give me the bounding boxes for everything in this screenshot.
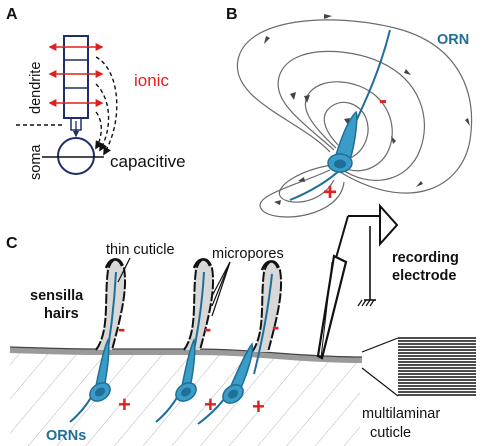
micropores-label: micropores bbox=[212, 246, 284, 262]
minus-sign-c: - bbox=[272, 314, 279, 339]
sensilla-hairs-label-line2: hairs bbox=[44, 306, 79, 322]
sensillum-hair bbox=[95, 258, 127, 351]
minus-sign-b: - bbox=[379, 87, 387, 114]
soma-compartment bbox=[57, 137, 95, 175]
ionic-label: ionic bbox=[134, 71, 169, 90]
amplifier-icon bbox=[379, 203, 399, 247]
multilaminar-label-line1: multilaminar bbox=[362, 406, 440, 422]
sensillum-hair bbox=[183, 258, 215, 351]
panel-b-letter: B bbox=[226, 6, 238, 23]
plus-sign-b: + bbox=[323, 179, 337, 206]
panel-c-letter: C bbox=[6, 235, 18, 252]
minus-sign-c: - bbox=[118, 316, 125, 341]
dendrite-label: dendrite bbox=[28, 62, 44, 114]
plus-sign-c: + bbox=[252, 394, 265, 419]
zoom-line bbox=[361, 337, 399, 353]
micropores-pointers bbox=[211, 261, 231, 317]
multilaminar-stack bbox=[398, 337, 476, 396]
orn-neuron-b bbox=[289, 29, 391, 201]
orns-label: ORNs bbox=[46, 428, 86, 444]
plus-sign-c: + bbox=[204, 392, 217, 417]
soma-label: soma bbox=[28, 144, 44, 180]
sensillum-hair bbox=[251, 260, 283, 353]
sensilla-hairs-label-line1: sensilla bbox=[30, 288, 84, 304]
panel-a-letter: A bbox=[6, 6, 18, 23]
ionic-current-arrows bbox=[48, 43, 104, 107]
recording-electrode-label-line2: electrode bbox=[392, 268, 456, 284]
capacitive-label: capacitive bbox=[110, 152, 186, 171]
panel-b: B bbox=[226, 6, 473, 218]
orn-neuron-c bbox=[197, 273, 273, 425]
recording-electrode bbox=[316, 203, 399, 360]
orn-label-b: ORN bbox=[437, 32, 469, 48]
dendrite-compartment bbox=[63, 35, 89, 119]
thin-cuticle-label: thin cuticle bbox=[106, 242, 175, 258]
multilaminar-label-line2: cuticle bbox=[370, 425, 411, 441]
minus-sign-c: - bbox=[204, 316, 211, 341]
panel-a: A dendrite soma ionic capacitive bbox=[6, 6, 186, 180]
plus-sign-c: + bbox=[118, 392, 131, 417]
return-current-loops bbox=[95, 56, 118, 156]
recording-electrode-label-line1: recording bbox=[392, 250, 459, 266]
panel-c: C bbox=[6, 203, 476, 446]
thin-cuticle-pointer bbox=[117, 257, 131, 283]
orn-neuron-c bbox=[155, 271, 205, 423]
orn-neuron-c bbox=[69, 271, 117, 423]
zoom-line bbox=[361, 367, 399, 397]
